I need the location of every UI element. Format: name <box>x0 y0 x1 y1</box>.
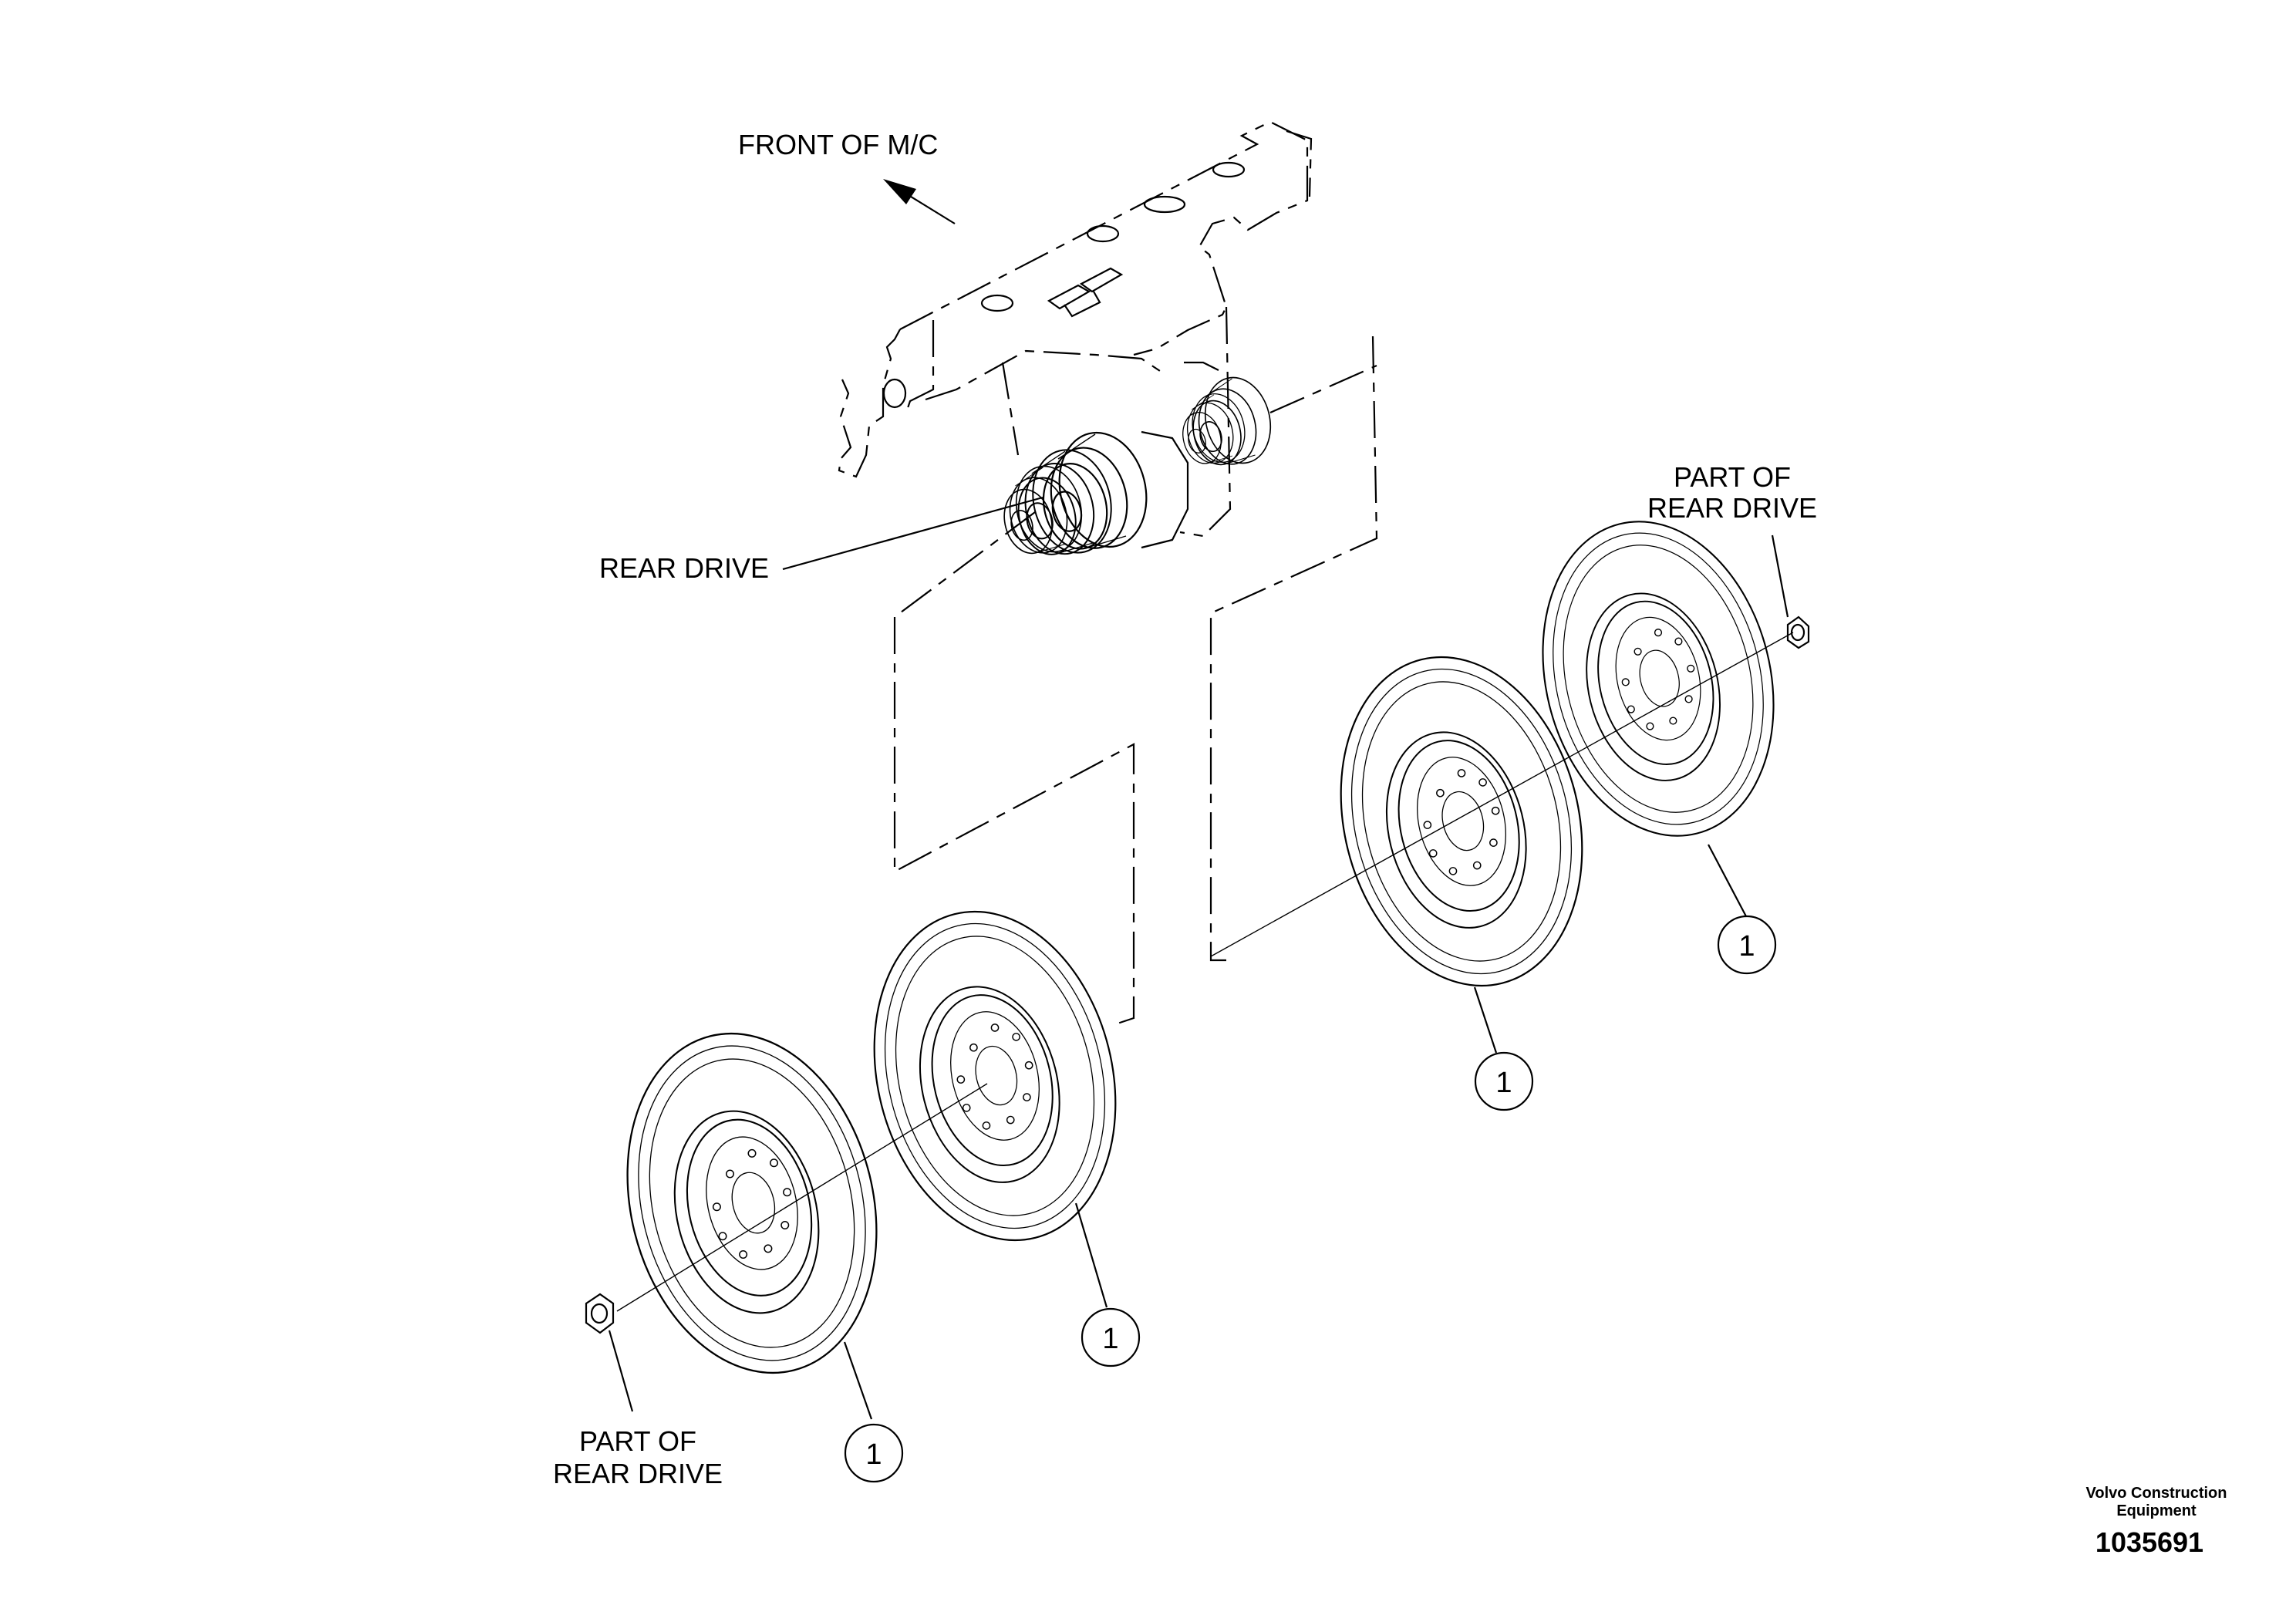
svg-text:1: 1 <box>1738 930 1755 963</box>
svg-text:1: 1 <box>865 1438 882 1471</box>
rear-frame-outline <box>838 120 1313 538</box>
item-balloon: 1 <box>1081 1307 1141 1367</box>
phantom-lines <box>893 336 1378 1027</box>
leader-lines <box>608 496 1789 1420</box>
item-balloon: 1 <box>1717 915 1777 975</box>
part-of-rear-drive-right-line1: PART OF <box>1673 461 1792 493</box>
company-name-line2: Equipment <box>2116 1502 2197 1519</box>
svg-text:1: 1 <box>1102 1323 1118 1355</box>
item-balloon: 1 <box>844 1423 904 1483</box>
part-of-rear-drive-right-line2: REAR DRIVE <box>1647 492 1818 524</box>
part-of-rear-drive-left-line1: PART OF <box>578 1425 697 1457</box>
rear-drive-callout: REAR DRIVE <box>599 552 770 584</box>
svg-text:1: 1 <box>1495 1067 1512 1099</box>
company-name-line1: Volvo Construction <box>2085 1485 2227 1502</box>
item-balloon: 1 <box>1474 1051 1534 1111</box>
tire-rear-left-outer <box>592 1006 912 1401</box>
tire-rear-left-inner <box>840 885 1150 1267</box>
rear-drive-right-unit <box>1177 361 1280 471</box>
document-number: 1035691 <box>2095 1526 2204 1558</box>
part-of-rear-drive-left-line2: REAR DRIVE <box>552 1458 723 1489</box>
wheel-nut-right <box>1786 615 1810 649</box>
front-of-machine-label: FRONT OF M/C <box>738 129 939 160</box>
rear-drive-left-unit <box>996 422 1189 562</box>
wheel-nut-left <box>585 1293 615 1334</box>
front-direction-arrow <box>883 179 956 224</box>
